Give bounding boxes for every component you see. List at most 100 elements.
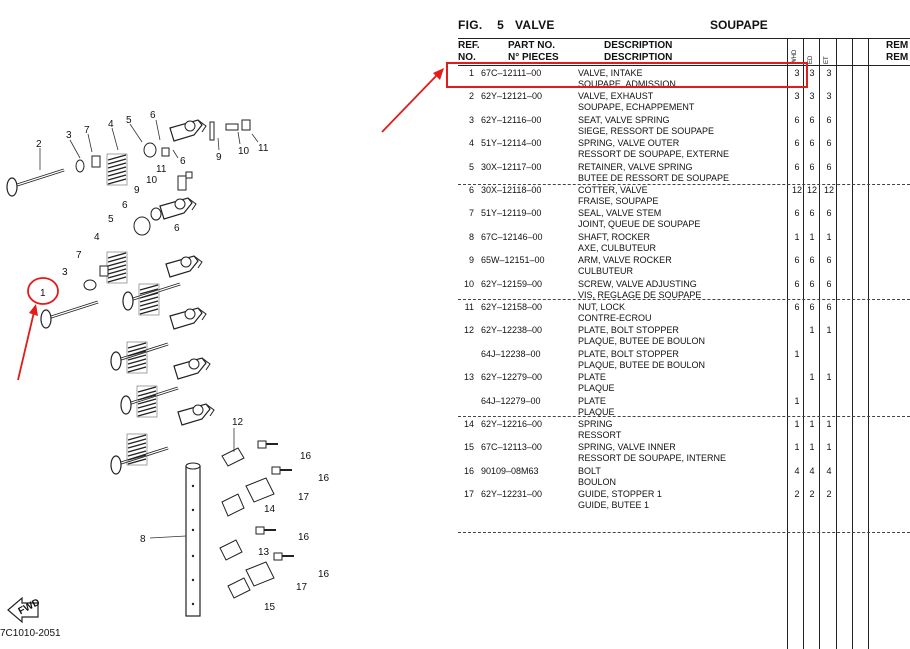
qty-cell: 6 — [809, 114, 815, 125]
fig-title-en: VALVE — [514, 18, 555, 32]
qty-cell: 1 — [809, 419, 815, 429]
qty-cell: 2 — [794, 489, 800, 500]
description-fr: VIS, REGLAGE DE SOUPAPE — [578, 289, 702, 300]
qty-cell: 6 — [794, 278, 800, 289]
description-en: SCREW, VALVE ADJUSTING — [578, 278, 697, 289]
qty-cell: 6 — [809, 302, 815, 312]
qty-cell: 6 — [794, 138, 800, 149]
description-fr: GUIDE, BUTEE 1 — [578, 500, 650, 511]
part-number-cell: 62Y–12231–00 — [481, 489, 543, 500]
qty-cell: 1 — [794, 419, 800, 429]
callout: 9 — [134, 185, 140, 196]
part-number-cell: 62Y–12279–00 — [481, 372, 543, 383]
ref-cell: 10 — [463, 278, 474, 289]
group-divider — [458, 299, 910, 300]
ref-cell: 13 — [463, 372, 474, 383]
qty-cell: 6 — [826, 278, 832, 289]
description-fr: CONTRE-ECROU — [578, 313, 652, 323]
callout: 8 — [140, 534, 146, 545]
column-divider — [868, 38, 869, 649]
description-en: PLATE, BOLT STOPPER — [578, 348, 679, 359]
qty-cell: 6 — [809, 255, 815, 266]
description-en: ARM, VALVE ROCKER — [578, 255, 672, 266]
part-number-cell: 64J–12279–00 — [481, 395, 541, 406]
description-en: SPRING, VALVE INNER — [578, 442, 676, 453]
qty-cell: 6 — [794, 161, 800, 172]
callout: 14 — [264, 504, 276, 515]
qty-cell: 6 — [794, 208, 800, 219]
description-fr: BOULON — [578, 476, 617, 487]
callout: 15 — [264, 602, 276, 613]
qty-cell: 6 — [794, 255, 800, 266]
callout: 7 — [84, 125, 90, 136]
callout: 5 — [126, 115, 132, 126]
qty-cell: 1 — [794, 442, 800, 453]
column-divider — [803, 38, 804, 649]
qty-cell: 6 — [826, 114, 832, 125]
ref-cell: 17 — [463, 489, 474, 500]
highlight-box — [446, 62, 808, 88]
ref-cell: 6 — [468, 185, 474, 195]
part-number-cell: 62Y–12216–00 — [481, 419, 543, 429]
qty-cell: 12 — [807, 185, 818, 195]
description-fr: BUTEE DE RESSORT DE SOUPAPE — [578, 172, 730, 183]
callout: 4 — [94, 232, 100, 243]
qty-cell: 12 — [792, 185, 803, 195]
description-fr: SOUPAPE, ADMISSION — [578, 79, 676, 89]
qty-col-c: ET — [824, 56, 830, 64]
qty-cell: 4 — [794, 465, 800, 476]
ref-cell: 1 — [468, 68, 474, 78]
qty-cell: 12 — [824, 185, 835, 195]
callout: 6 — [180, 156, 186, 167]
qty-cell: 1 — [809, 231, 815, 242]
qty-cell: 6 — [826, 302, 832, 312]
column-divider — [787, 38, 788, 649]
ref-cell: 15 — [463, 442, 474, 453]
callout: 10 — [238, 146, 250, 157]
description-fr: AXE, CULBUTEUR — [578, 242, 657, 253]
part-number-cell: 67C–12111–00 — [481, 68, 542, 78]
diagram-code: 7C1010-2051 — [0, 628, 61, 639]
description-en: NUT, LOCK — [578, 302, 626, 312]
description-fr: PLAQUE, BUTEE DE BOULON — [578, 336, 706, 347]
qty-cell: 1 — [794, 231, 800, 242]
qty-cell: 2 — [809, 489, 815, 500]
qty-cell: 1 — [826, 442, 832, 453]
qty-cell: 1 — [826, 419, 832, 429]
description-fr: CULBUTEUR — [578, 266, 634, 277]
description-en: SPRING — [578, 419, 613, 429]
ref-cell: 11 — [464, 302, 474, 312]
part-number-cell: 67C–12146–00 — [481, 231, 543, 242]
callout: 17 — [296, 582, 308, 593]
callout: 13 — [258, 547, 270, 558]
callout: 9 — [216, 152, 222, 163]
callout: 4 — [108, 119, 114, 130]
description-en: PLATE — [578, 372, 606, 383]
fig-label: FIG. — [458, 18, 483, 32]
part-number-cell: 30X–12118–00 — [481, 185, 542, 195]
qty-cell: 1 — [826, 231, 832, 242]
callout: 16 — [318, 569, 330, 580]
red-arrow-right — [381, 68, 444, 133]
callout: 1 — [40, 288, 46, 299]
part-number-cell: 51Y–12114–00 — [481, 138, 542, 149]
callout: 7 — [76, 250, 82, 261]
description-fr: SIEGE, RESSORT DE SOUPAPE — [578, 125, 715, 136]
ref-cell: 3 — [468, 114, 474, 125]
qty-cell: 3 — [794, 91, 800, 102]
ref-cell: 16 — [463, 465, 474, 476]
description-en: PLATE — [578, 395, 606, 406]
ref-cell: 9 — [468, 255, 474, 266]
qty-cell: 1 — [826, 325, 832, 336]
qty-cell: 1 — [809, 372, 815, 383]
qty-cell: 6 — [794, 114, 800, 125]
figure-heading: FIG. 5 VALVE — [458, 18, 555, 32]
callout: 17 — [298, 492, 310, 503]
description-en: SPRING, VALVE OUTER — [578, 138, 680, 149]
qty-col-b: ED — [808, 55, 814, 64]
description-fr: RESSORT — [578, 430, 622, 440]
description-fr: JOINT, QUEUE DE SOUPAPE — [578, 219, 701, 230]
callout-labels: 2 3 7 4 5 6 6 9 10 11 11 10 9 6 5 6 4 7 … — [36, 110, 330, 613]
ref-cell: 8 — [468, 231, 474, 242]
